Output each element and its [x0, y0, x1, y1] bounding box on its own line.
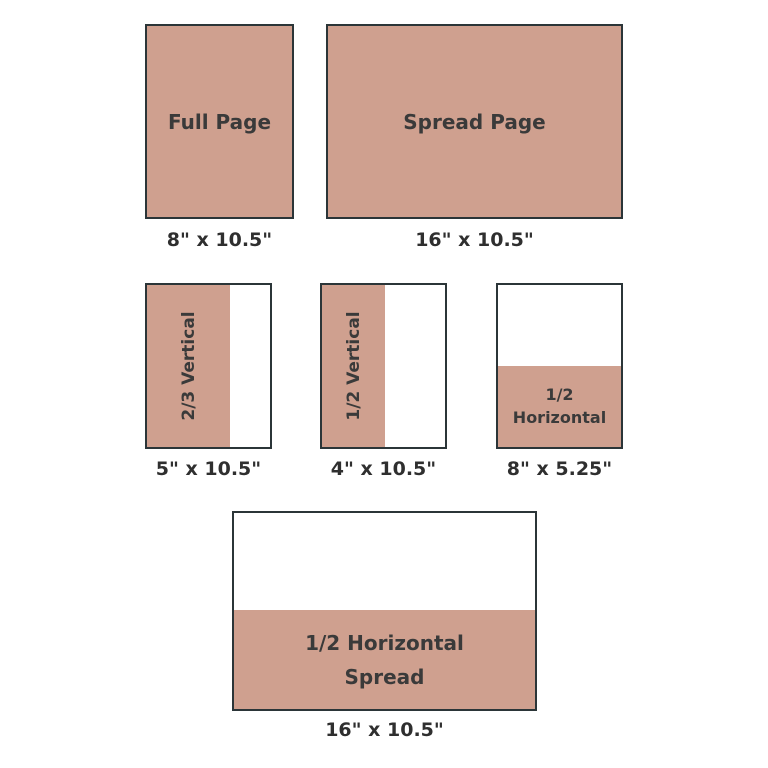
spread-page-size: 16" x 10.5": [415, 229, 534, 251]
half-vertical-box: 1/2 Vertical: [320, 283, 447, 449]
half-vertical-label: 1/2 Vertical: [343, 311, 364, 421]
full-page-label: Full Page: [167, 109, 272, 134]
half-vertical-fill: 1/2 Vertical: [322, 285, 385, 447]
half-horizontal-spread-label-line1: 1/2 Horizontal: [305, 630, 464, 655]
spread-page-label: Spread Page: [403, 109, 546, 134]
half-horizontal-spread-size: 16" x 10.5": [325, 719, 444, 741]
half-horizontal-spread-label: 1/2 Horizontal Spread: [234, 610, 535, 709]
half-horizontal-spread-box: 1/2 Horizontal Spread: [232, 511, 537, 711]
half-horizontal-box: 1/2 Horizontal: [496, 283, 623, 449]
two-thirds-vertical-fill: 2/3 Vertical: [147, 285, 230, 447]
full-page-size: 8" x 10.5": [166, 229, 273, 251]
half-horizontal-label: 1/2 Horizontal: [498, 366, 621, 447]
half-horizontal-spread-label-line2: Spread: [344, 664, 425, 689]
two-thirds-vertical-box: 2/3 Vertical: [145, 283, 272, 449]
spread-page-box: Spread Page: [326, 24, 623, 219]
full-page-box: Full Page: [145, 24, 294, 219]
half-vertical-size: 4" x 10.5": [330, 458, 437, 480]
half-horizontal-label-line1: 1/2: [545, 385, 574, 405]
two-thirds-vertical-label: 2/3 Vertical: [178, 311, 199, 421]
half-horizontal-fill: 1/2 Horizontal: [498, 366, 621, 447]
two-thirds-vertical-size: 5" x 10.5": [155, 458, 262, 480]
half-horizontal-size: 8" x 5.25": [506, 458, 613, 480]
spread-page-fill: [328, 26, 621, 217]
half-horizontal-label-line2: Horizontal: [512, 407, 607, 427]
half-horizontal-spread-fill: 1/2 Horizontal Spread: [234, 610, 535, 709]
full-page-fill: [147, 26, 292, 217]
